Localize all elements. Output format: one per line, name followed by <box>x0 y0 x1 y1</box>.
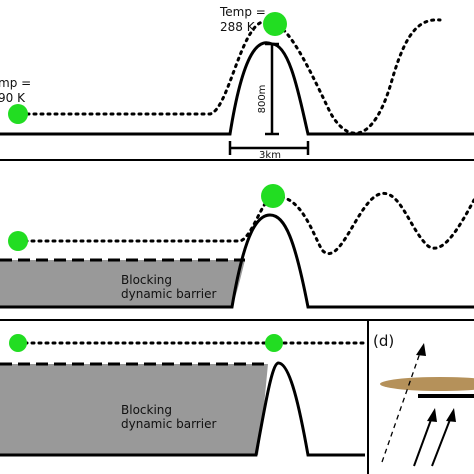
panel-d-arrow-2 <box>431 416 452 467</box>
panel-a-airflow-path <box>18 18 442 135</box>
panel-b-airflow-path <box>16 192 474 255</box>
panel-d-label: (d) <box>373 332 394 350</box>
panel-a-terrain <box>0 41 474 136</box>
panel-a-parcel-top <box>263 12 287 36</box>
panel-b-barrier-label-line2: dynamic barrier <box>121 287 216 301</box>
temp-label-left-line1: mp = <box>0 76 31 90</box>
temp-label-right-line2: 288 K <box>220 20 256 34</box>
panel-c-terrain <box>0 361 365 457</box>
panel-b-barrier <box>0 260 245 307</box>
panel-c-barrier-label-line2: dynamic barrier <box>121 417 216 431</box>
panel-b-parcel-left <box>8 231 28 251</box>
panel-c-barrier <box>0 364 268 455</box>
panel-d-arrow-2-head <box>446 408 456 422</box>
panel-c-barrier-label-line1: Blocking <box>121 403 172 417</box>
panel-a-parcel-left <box>8 104 28 124</box>
panel-b-parcel-top <box>261 184 285 208</box>
panel-b-terrain <box>0 213 474 309</box>
panel-d-dashed-arrow <box>381 349 422 463</box>
panel-d-dashed-arrow-head <box>416 343 426 356</box>
panel-d-arrow-1 <box>413 416 433 467</box>
panel-c-parcel-left <box>9 334 27 352</box>
panel-c-parcel-middle <box>265 334 283 352</box>
panel-b: Blocking dynamic barrier <box>0 184 474 321</box>
panel-b-barrier-label-line1: Blocking <box>121 273 172 287</box>
temp-label-right-line1: Temp = <box>219 5 266 19</box>
panel-a: 800m 3km Temp = 288 K mp = 90 K <box>0 5 474 161</box>
panel-d-cloud <box>380 377 474 391</box>
panel-c: Blocking dynamic barrier <box>0 334 367 457</box>
temp-label-left-line2: 90 K <box>0 91 26 105</box>
panel-d-arrow-1-head <box>427 408 437 422</box>
width-label: 3km <box>259 150 281 161</box>
panel-d: (d) <box>367 320 474 474</box>
height-label: 800m <box>257 85 268 114</box>
